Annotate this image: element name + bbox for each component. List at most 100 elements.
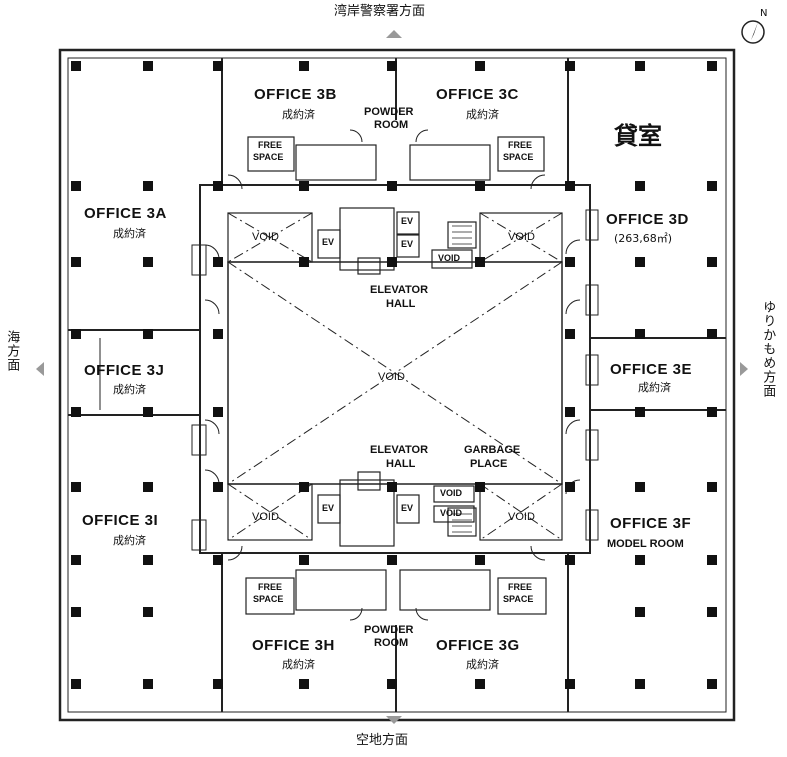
toilet-block: [399, 569, 491, 611]
inner-outer-wall: [67, 57, 727, 713]
elevator-hall-top-line2: HALL: [386, 298, 416, 310]
column: [71, 257, 81, 267]
column: [71, 607, 81, 617]
column: [707, 482, 717, 492]
column: [635, 257, 645, 267]
column: [475, 482, 485, 492]
toilet-block: [295, 569, 387, 611]
column: [475, 257, 485, 267]
void-label-core-bottom-1: VOID: [440, 488, 463, 498]
column: [387, 181, 397, 191]
free-space-box: [497, 136, 545, 172]
column: [299, 679, 309, 689]
column: [71, 482, 81, 492]
column: [213, 679, 223, 689]
toilet-block: [409, 144, 491, 181]
stairs-top-left: [357, 257, 381, 275]
office-3d-name[interactable]: OFFICE 3D: [606, 211, 689, 228]
column: [387, 679, 397, 689]
free-space-tl-1: FREE: [258, 140, 283, 150]
office-3g-name[interactable]: OFFICE 3G: [436, 637, 520, 654]
column: [387, 482, 397, 492]
column: [707, 181, 717, 191]
void-tr-diag2: [479, 212, 563, 263]
ev-label-bottom-2: EV: [401, 503, 414, 513]
void-bl-diag1: [227, 483, 313, 541]
elevator-box: [396, 234, 420, 258]
void-label-core-bottom-2: VOID: [440, 508, 463, 518]
stairs-bottom-left: [357, 471, 381, 491]
column: [143, 679, 153, 689]
free-space-bl-1: FREE: [258, 582, 283, 592]
office-3h-status: 成約済: [282, 658, 315, 671]
column: [143, 407, 153, 417]
column: [143, 482, 153, 492]
office-3g-status: 成約済: [466, 658, 499, 671]
office-3c-status: 成約済: [466, 108, 499, 121]
arrow-north-icon: [386, 30, 402, 38]
column: [71, 407, 81, 417]
void-diagonal-2: [227, 261, 563, 485]
direction-north: 湾岸警察署方面: [334, 4, 426, 19]
office-3h-name[interactable]: OFFICE 3H: [252, 637, 335, 654]
column: [213, 482, 223, 492]
ev-label-top-2: EV: [401, 216, 414, 226]
office-3a-name[interactable]: OFFICE 3A: [84, 205, 167, 222]
column: [565, 679, 575, 689]
column: [565, 257, 575, 267]
column: [387, 555, 397, 565]
garbage-place-line1: GARBAGE: [464, 444, 521, 456]
void-bottom-right: [479, 483, 563, 541]
office-3e-name[interactable]: OFFICE 3E: [610, 361, 693, 378]
arrow-west-icon: [36, 362, 44, 376]
column: [635, 61, 645, 71]
column: [565, 482, 575, 492]
column: [565, 61, 575, 71]
vacancy-label: 貸室: [614, 122, 662, 150]
office-3a-status: 成約済: [113, 227, 146, 240]
column: [707, 555, 717, 565]
powder-room-bottom-line1: POWDER: [364, 624, 414, 636]
stairs-top: [447, 221, 477, 249]
column: [707, 257, 717, 267]
office-3c-name[interactable]: OFFICE 3C: [436, 86, 519, 103]
ev-label-top-3: EV: [401, 239, 414, 249]
void-label-center: VOID: [378, 371, 405, 383]
compass-label: N: [760, 8, 768, 19]
void-top-right: [479, 212, 563, 263]
outer-wall: [58, 48, 736, 722]
void-label-core-top: VOID: [438, 253, 461, 263]
column: [143, 181, 153, 191]
column: [565, 181, 575, 191]
toilet-block: [295, 144, 377, 181]
free-space-tl-2: SPACE: [253, 152, 284, 162]
office-3f-name[interactable]: OFFICE 3F: [610, 515, 692, 532]
column: [143, 607, 153, 617]
elevator-hall-top: [339, 207, 395, 271]
column: [213, 181, 223, 191]
garbage-place-line2: PLACE: [470, 458, 508, 470]
free-space-bl-2: SPACE: [253, 594, 284, 604]
column: [475, 555, 485, 565]
column: [71, 555, 81, 565]
office-3i-name[interactable]: OFFICE 3I: [82, 512, 159, 529]
void-label-top-left: VOID: [252, 231, 279, 243]
powder-room-top-line1: POWDER: [364, 106, 414, 118]
void-core-bottom-1: [433, 485, 475, 503]
free-space-br-2: SPACE: [503, 594, 534, 604]
column: [299, 482, 309, 492]
powder-room-bottom-line2: ROOM: [374, 637, 409, 649]
office-3j-name[interactable]: OFFICE 3J: [84, 362, 165, 379]
column: [213, 61, 223, 71]
direction-west: 海方面: [4, 330, 20, 372]
column: [213, 555, 223, 565]
office-3f-note: MODEL ROOM: [607, 538, 684, 550]
column: [475, 61, 485, 71]
column: [707, 407, 717, 417]
office-3b-name[interactable]: OFFICE 3B: [254, 86, 337, 103]
column: [707, 61, 717, 71]
office-3d-area: (263,68㎡): [614, 232, 673, 245]
column: [299, 61, 309, 71]
arrow-south-icon: [386, 716, 402, 724]
void-bottom-left: [227, 483, 313, 541]
